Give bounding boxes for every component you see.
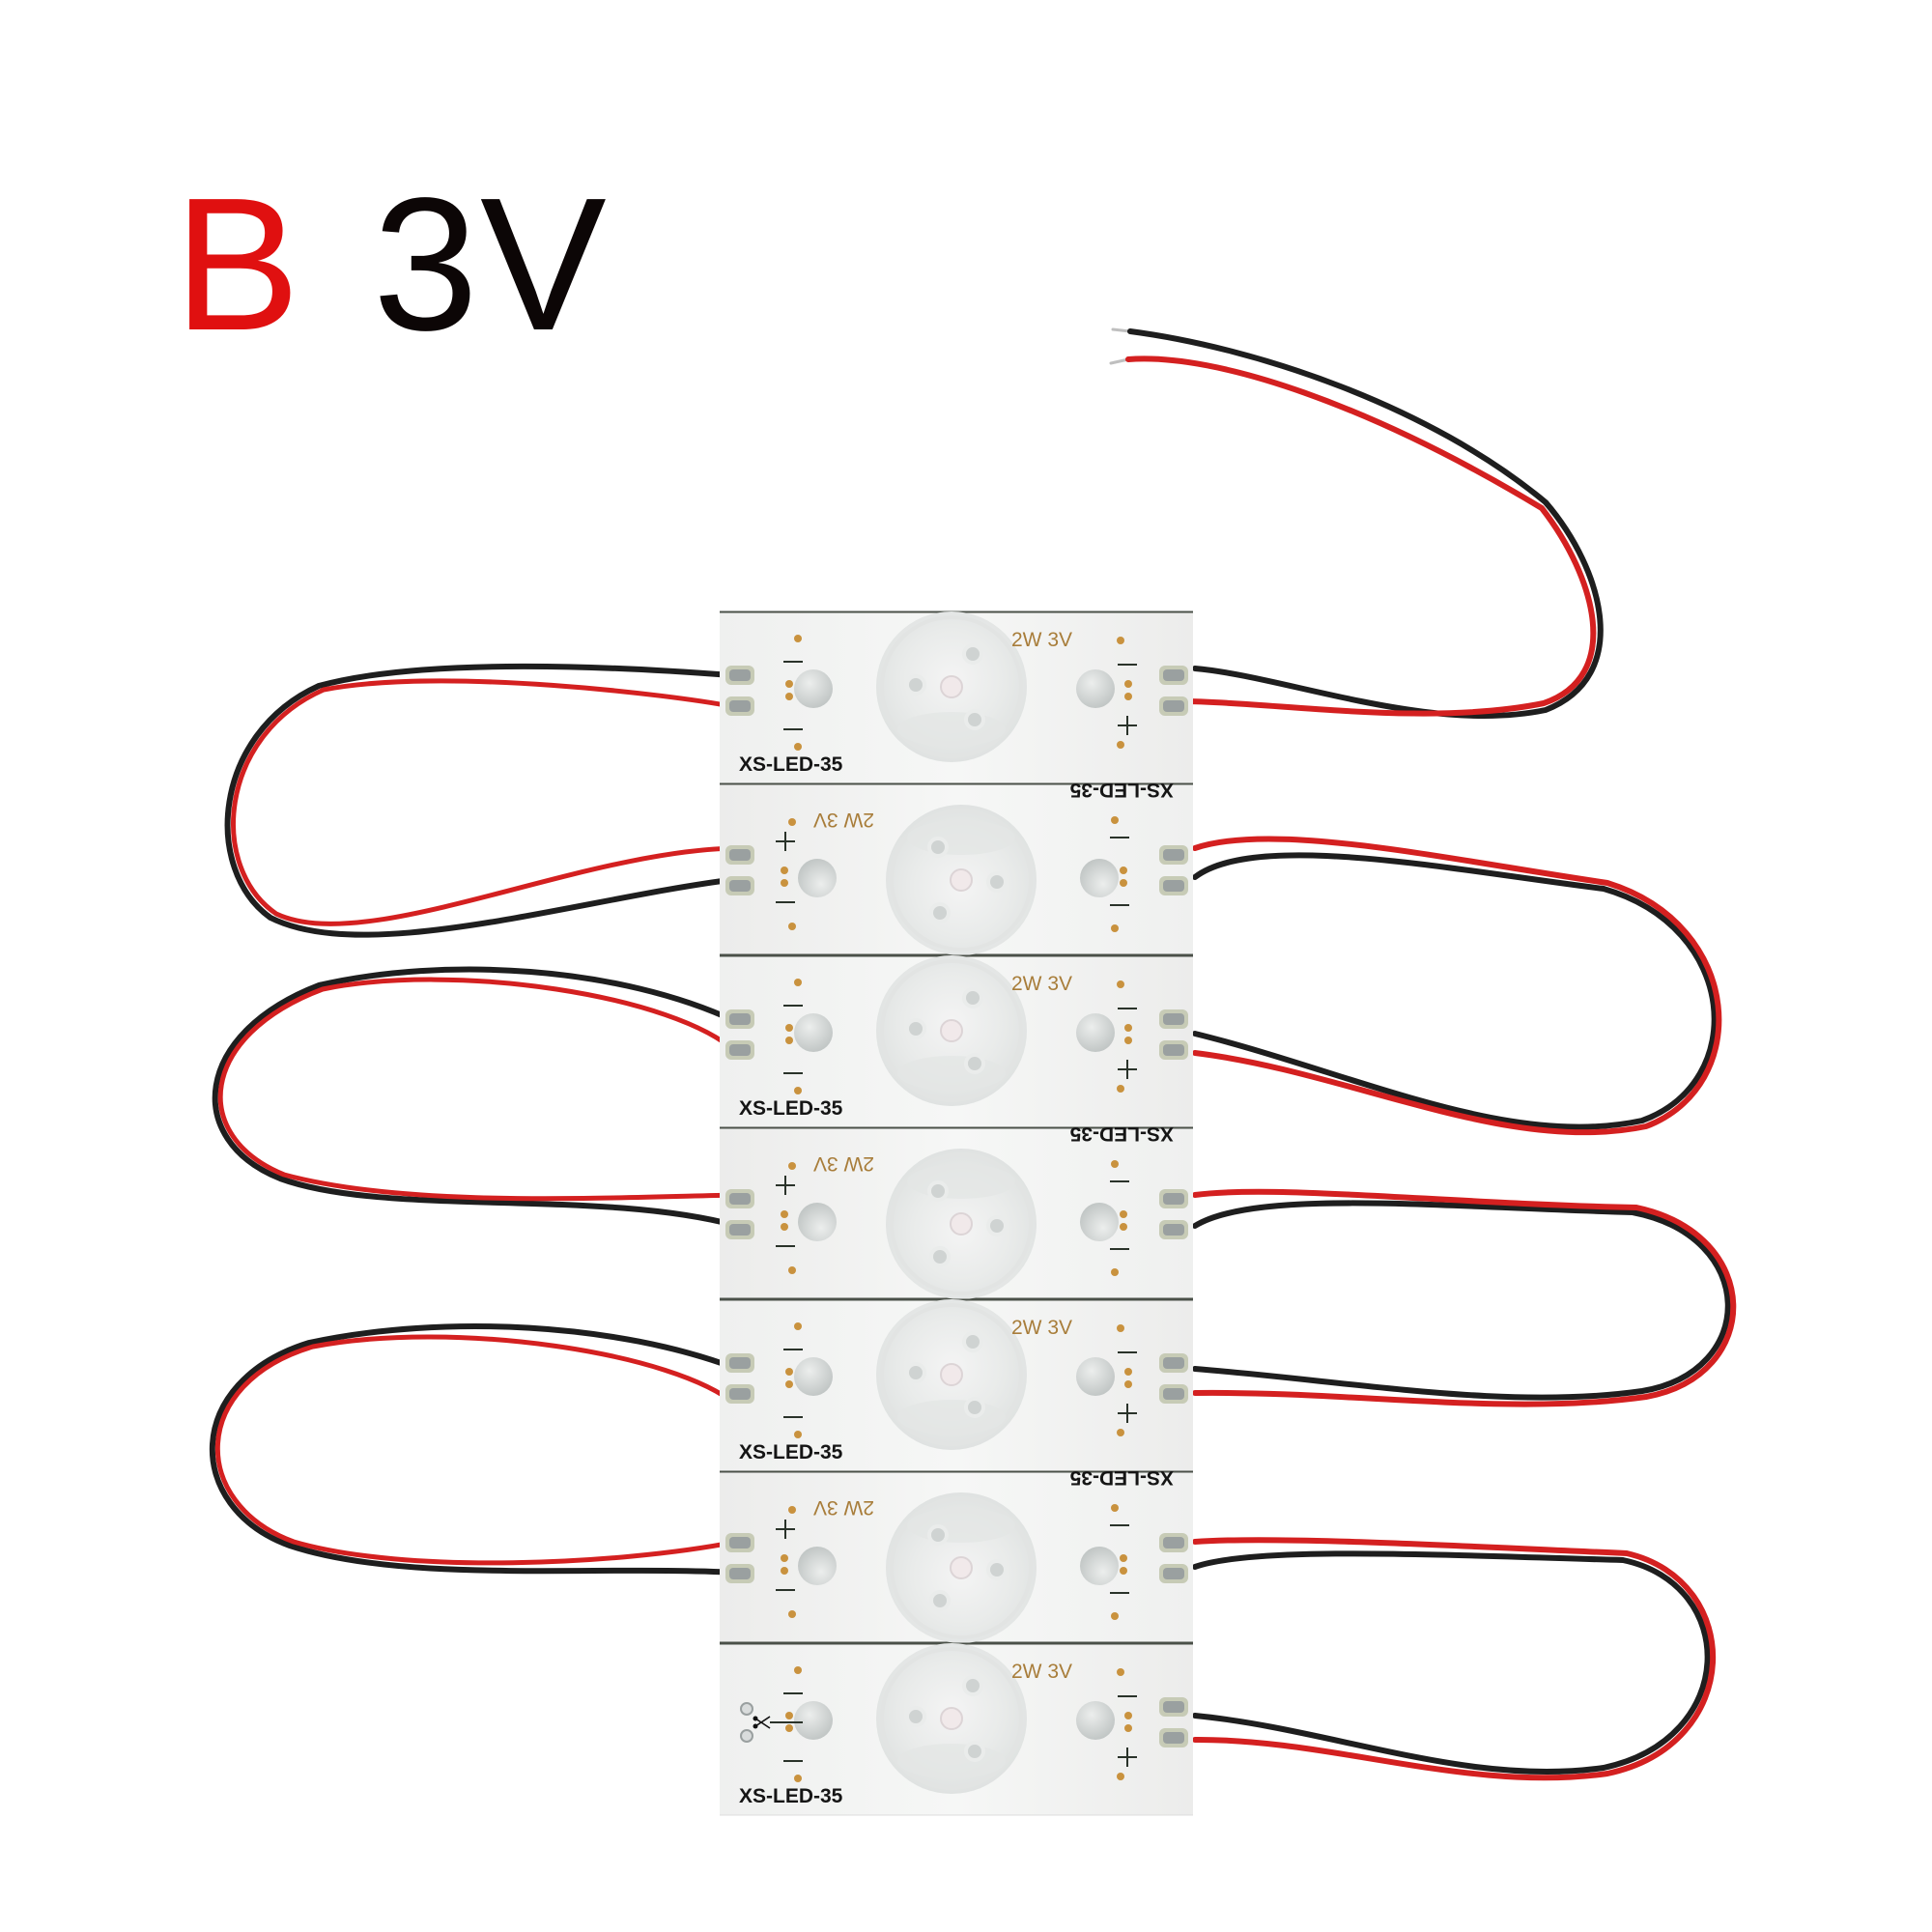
led-board-3: 2W 3V XS-LED-35 [718, 953, 1195, 1129]
model-label: XS-LED-35 [739, 1785, 843, 1807]
variant-label: B [174, 158, 300, 370]
spec-label: 2W 3V [1011, 1661, 1072, 1683]
led-board-4: 2W 3V XS-LED-35 [718, 1122, 1195, 1301]
left-loop-wire-3 [210, 1322, 740, 1576]
spec-label: 2W 3V [813, 809, 874, 831]
left-loop-wire-1 [224, 663, 740, 938]
led-board-2: 2W 3V XS-LED-35 [718, 779, 1195, 957]
left-loop-wire-2 [212, 966, 740, 1229]
spec-label: 2W 3V [1011, 1317, 1072, 1339]
scissors-icon [740, 1702, 803, 1743]
led-board-5: 2W 3V XS-LED-35 [718, 1297, 1195, 1473]
model-label: XS-LED-35 [1069, 779, 1174, 801]
right-loop-wire-1 [1192, 836, 1722, 1136]
led-board-7: 2W 3V XS-LED-35 [718, 1641, 1195, 1817]
right-loop-wire-3 [1192, 1537, 1717, 1781]
led-board-6: 2W 3V XS-LED-35 [718, 1466, 1195, 1645]
spec-label: 2W 3V [813, 1152, 874, 1175]
model-label: XS-LED-35 [1069, 1122, 1174, 1145]
model-label: XS-LED-35 [739, 1097, 843, 1120]
led-board-1: 2W 3V XS-LED-35 [718, 610, 1195, 785]
spec-label: 2W 3V [1011, 629, 1072, 651]
model-label: XS-LED-35 [1069, 1466, 1174, 1489]
voltage-label: 3V [373, 158, 609, 370]
spec-label: 2W 3V [1011, 973, 1072, 995]
model-label: XS-LED-35 [739, 753, 843, 776]
led-board-strip: 2W 3V XS-LED-35 2W 3V XS-LED-35 2W 3V XS… [718, 610, 1195, 1817]
input-lead-wire [1109, 327, 1604, 719]
model-label: XS-LED-35 [739, 1441, 843, 1463]
wires [210, 327, 1737, 1781]
right-loop-wire-2 [1192, 1188, 1737, 1407]
spec-label: 2W 3V [813, 1496, 874, 1519]
